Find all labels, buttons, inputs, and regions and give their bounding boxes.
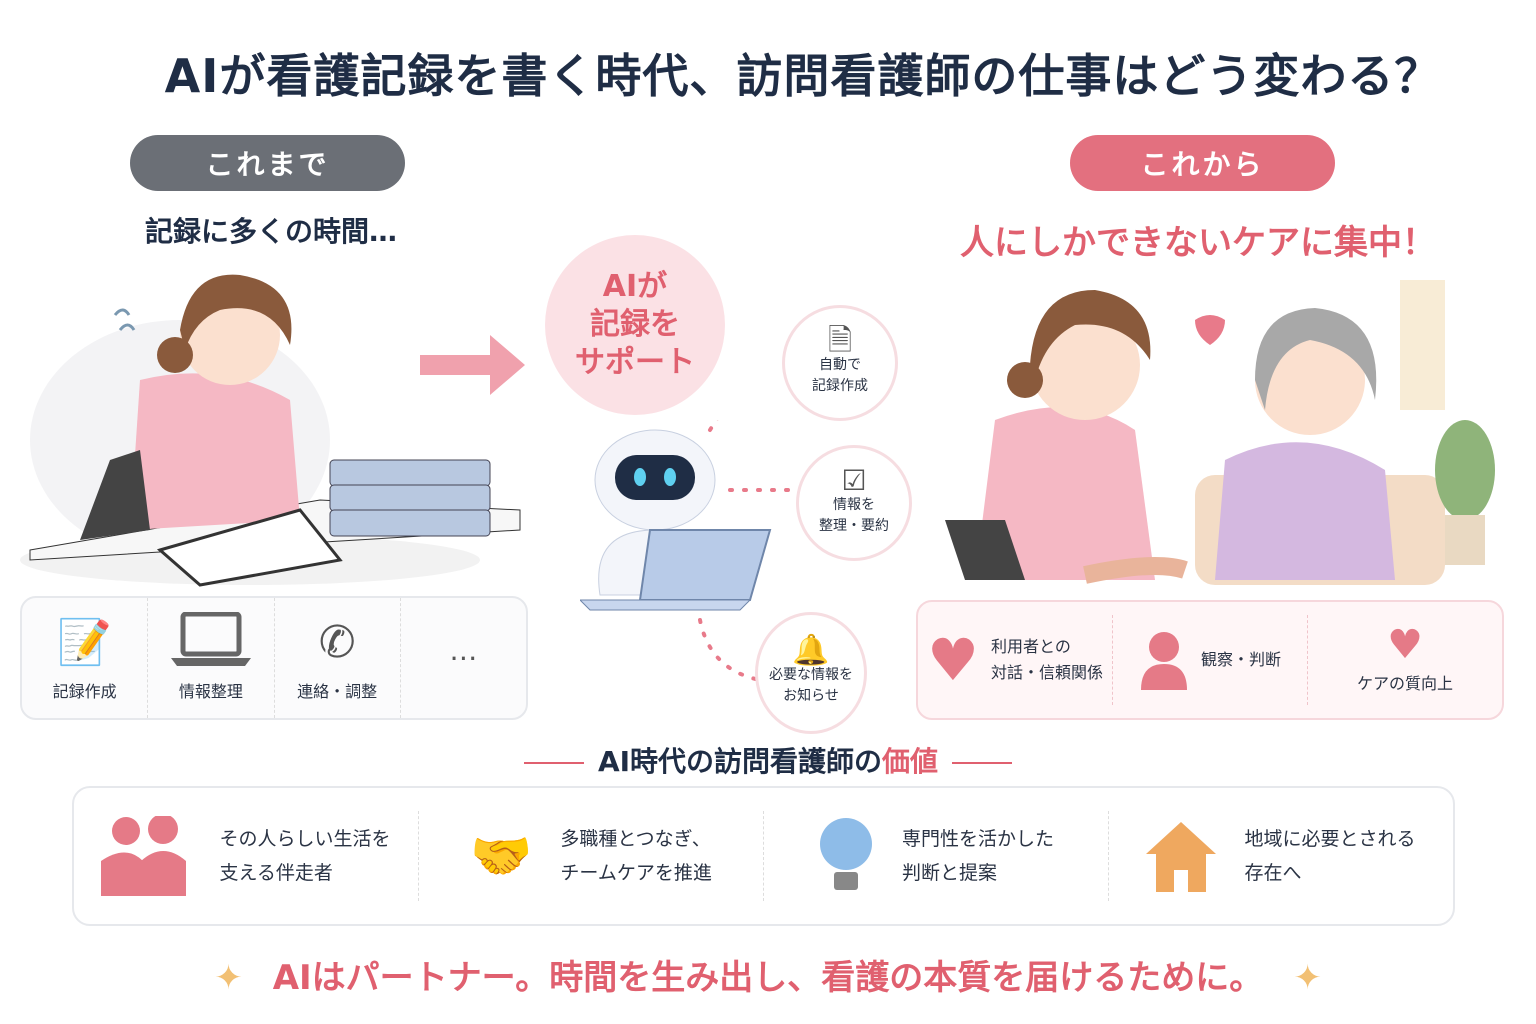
page-title: AIが看護記録を書く時代、訪問看護師の仕事はどう変わる？	[164, 49, 1442, 103]
sparkle-icon: ✦	[214, 958, 243, 998]
arrow-right-icon	[420, 335, 525, 395]
value-text: ケアの質向上	[1356, 674, 1453, 693]
feature-text: お知らせ	[783, 687, 839, 704]
value-text: 存在へ	[1244, 862, 1302, 884]
ai-line: 記録を	[590, 307, 680, 342]
value-dialogue: ♥ 利用者との対話・信頼関係	[918, 615, 1113, 705]
feature-text: 必要な情報を	[769, 666, 853, 683]
section-title-main: AI時代の訪問看護師の	[597, 745, 883, 778]
nurse-with-patient-illustration	[945, 280, 1495, 585]
value-text: 利用者との	[990, 637, 1071, 656]
task-info: 情報整理	[148, 598, 275, 718]
feature-text: 記録作成	[812, 377, 868, 394]
before-subtitle: 記録に多くの時間…	[145, 215, 398, 248]
task-record: 📝 記録作成	[22, 598, 149, 718]
value-item: 専門性を活かした判断と提案	[764, 811, 1109, 901]
house-icon	[1146, 822, 1217, 892]
value-text: その人らしい生活を	[219, 828, 391, 850]
value-text: チームケアを推進	[560, 862, 712, 884]
task-label: 記録作成	[52, 682, 117, 701]
people-icon	[101, 816, 187, 896]
after-label: これから	[1070, 135, 1335, 191]
task-label: 情報整理	[178, 682, 243, 701]
value-item: その人らしい生活を支える伴走者	[74, 811, 419, 901]
checklist-icon: ☑	[841, 463, 867, 497]
section-title-highlight: 価値	[882, 745, 939, 778]
feature-text: 整理・要約	[819, 517, 889, 534]
document-icon: 🗎	[827, 322, 853, 358]
robot-illustration	[580, 420, 797, 682]
value-item: 地域に必要とされる存在へ	[1109, 811, 1453, 901]
before-label: これまで	[130, 135, 405, 191]
task-more: …	[401, 598, 526, 718]
ai-line: AIが	[602, 269, 668, 304]
footer-message: ✦ AIはパートナー。時間を生み出し、看護の本質を届けるために。 ✦	[0, 950, 1536, 999]
handshake-icon: 🤝	[470, 827, 533, 885]
value-observation: 観察・判断	[1113, 615, 1308, 705]
section-title-wrap: AI時代の訪問看護師の価値	[499, 744, 1037, 780]
sparkle-icon: ✦	[1293, 958, 1322, 998]
heart-hands-icon: ♥	[1387, 622, 1423, 668]
value-text: 専門性を活かした	[901, 828, 1054, 850]
document-pen-icon: 📝	[57, 617, 113, 668]
value-text: 支える伴走者	[219, 862, 333, 884]
phone-icon: ✆	[318, 617, 356, 668]
value-text: 観察・判断	[1200, 650, 1281, 669]
ai-line: サポート	[575, 345, 695, 380]
divider	[523, 762, 584, 764]
laptop-icon	[170, 612, 251, 666]
feature-auto-record: 🗎自動で記録作成	[782, 305, 898, 421]
values-panel: その人らしい生活を支える伴走者 🤝 多職種とつなぎ、チームケアを推進 専門性を活か…	[72, 786, 1455, 926]
feature-organize: ☑情報を整理・要約	[796, 445, 912, 561]
value-text: 多職種とつなぎ、	[560, 828, 711, 850]
task-label: 連絡・調整	[297, 682, 378, 701]
value-text: 判断と提案	[901, 862, 997, 884]
value-text: 対話・信頼関係	[990, 663, 1103, 682]
nurse-writing-illustration	[20, 274, 521, 587]
section-title: AI時代の訪問看護師の価値	[0, 744, 1536, 780]
task-contact: ✆ 連絡・調整	[275, 598, 401, 718]
footer-text: AIはパートナー。時間を生み出し、看護の本質を届けるために。	[272, 958, 1264, 998]
lightbulb-icon	[819, 818, 872, 890]
divider	[952, 762, 1013, 764]
after-values-panel: ♥ 利用者との対話・信頼関係 観察・判断 ♥ ケアの質向上	[916, 600, 1504, 720]
value-text: 地域に必要とされる	[1244, 828, 1416, 850]
person-icon	[1140, 632, 1187, 690]
after-subtitle: 人にしかできないケアに集中！	[960, 223, 1436, 263]
feature-text: 自動で	[819, 356, 861, 373]
feature-notify: 🔔必要な情報をお知らせ	[755, 612, 867, 734]
bell-icon: 🔔	[792, 632, 830, 668]
before-tasks-panel: 📝 記録作成 情報整理 ✆ 連絡・調整 …	[20, 596, 528, 720]
value-item: 🤝 多職種とつなぎ、チームケアを推進	[419, 811, 764, 901]
ai-support-bubble: AIが記録をサポート	[545, 235, 725, 415]
more-icon: …	[449, 633, 478, 667]
value-quality: ♥ ケアの質向上	[1308, 615, 1502, 705]
heart-icon: ♥	[926, 626, 979, 694]
feature-text: 情報を	[833, 496, 875, 513]
